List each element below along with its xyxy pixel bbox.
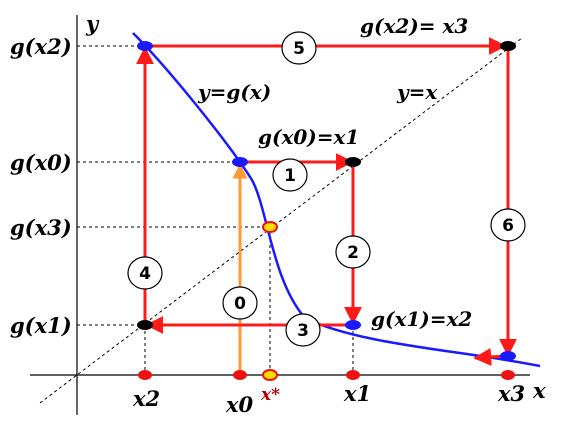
x-axis-points <box>138 369 515 381</box>
x-tick-x1: x1 <box>343 381 371 406</box>
y-tick-g-x0: g(x0) <box>10 150 72 175</box>
y-axis-label: y <box>85 11 100 36</box>
point-g-x3 <box>500 351 516 361</box>
step-label-3: 3 <box>297 321 309 341</box>
point-x2-diag <box>137 320 153 330</box>
cobweb-arrows <box>136 37 517 366</box>
step-circles: 0 1 2 3 4 5 6 <box>127 31 526 347</box>
curve-g <box>132 32 541 368</box>
curve-label: y=g(x) <box>197 80 271 104</box>
x-tick-x3: x3 <box>497 381 525 406</box>
fixed-point <box>262 221 278 233</box>
point-x3-diag <box>500 41 516 51</box>
step-label-5: 5 <box>293 39 305 59</box>
y-tick-g-x3: g(x3) <box>10 215 72 240</box>
step-label-4: 4 <box>139 264 151 284</box>
point-g-x0 <box>232 157 248 167</box>
step-label-2: 2 <box>347 243 359 263</box>
point-g-x1 <box>345 320 361 330</box>
g-x1-label: g(x1)=x2 <box>371 307 472 331</box>
step-label-1: 1 <box>284 166 296 186</box>
x-tick-x2: x2 <box>132 386 160 411</box>
y-tick-g-x2: g(x2) <box>10 34 72 59</box>
x-axis-label: x <box>532 378 546 403</box>
y-tick-g-x1: g(x1) <box>10 313 72 338</box>
step-label-0: 0 <box>234 294 246 314</box>
point-g-x2 <box>137 41 153 51</box>
diagonal-line <box>39 37 523 404</box>
points <box>137 41 516 361</box>
x-tick-x0: x0 <box>225 392 254 417</box>
g-x2-label: g(x2)= x3 <box>360 14 468 38</box>
point-x1-diag <box>345 157 361 167</box>
x-tick-xstar: x* <box>260 385 280 405</box>
step-label-6: 6 <box>502 216 514 236</box>
g-x0-label: g(x0)=x1 <box>258 125 359 149</box>
diagonal-label: y=x <box>396 80 438 104</box>
